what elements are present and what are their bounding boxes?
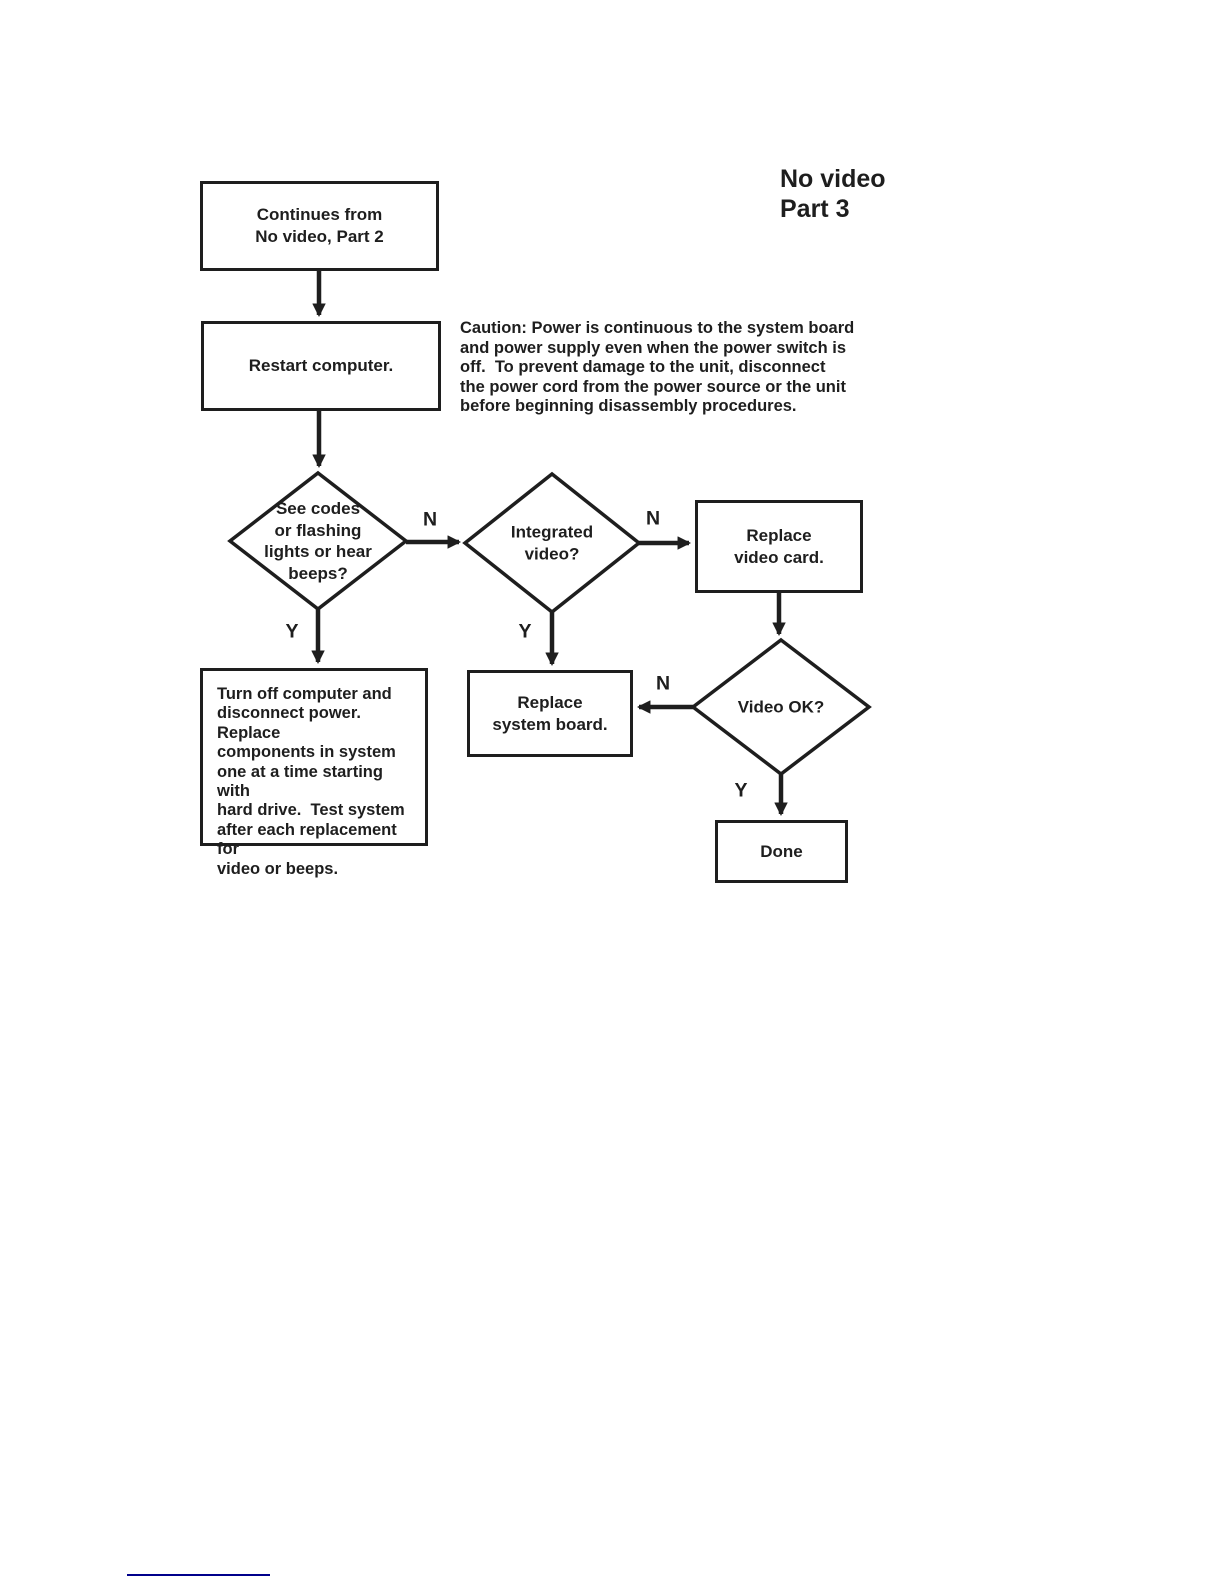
decision-video-ok-shape — [690, 637, 872, 777]
node-replace-video-card: Replace video card. — [695, 500, 863, 593]
decision-see-codes-shape — [227, 470, 409, 612]
edge-label-integrated-yes: Y — [518, 620, 532, 643]
footer-link-underline[interactable] — [127, 1574, 270, 1576]
decision-see-codes-label: See codes or flashing lights or hear bee… — [264, 499, 372, 583]
edge-label-video-ok-yes: Y — [734, 779, 748, 802]
decision-video-ok-label: Video OK? — [737, 697, 825, 717]
page-title-line1: No video — [780, 165, 886, 193]
edge-label-see-codes-yes: Y — [285, 620, 299, 643]
decision-integrated-video-label: Integrated video? — [510, 522, 594, 564]
edge-label-integrated-no: N — [645, 507, 661, 530]
node-restart-computer: Restart computer. — [201, 321, 441, 411]
node-turn-off-and-replace-components: Turn off computer and disconnect power. … — [200, 668, 428, 878]
page-title-line2: Part 3 — [780, 195, 850, 223]
edge-label-see-codes-no: N — [422, 508, 438, 531]
page-title: No video Part 3 — [780, 164, 886, 224]
decision-integrated-video-shape — [462, 471, 642, 615]
node-continues-from-part2: Continues from No video, Part 2 — [200, 181, 439, 271]
node-done: Done — [715, 820, 848, 883]
edge-label-video-ok-no: N — [655, 672, 671, 695]
caution-note: Caution: Power is continuous to the syst… — [460, 319, 855, 415]
node-replace-system-board: Replace system board. — [467, 670, 633, 757]
